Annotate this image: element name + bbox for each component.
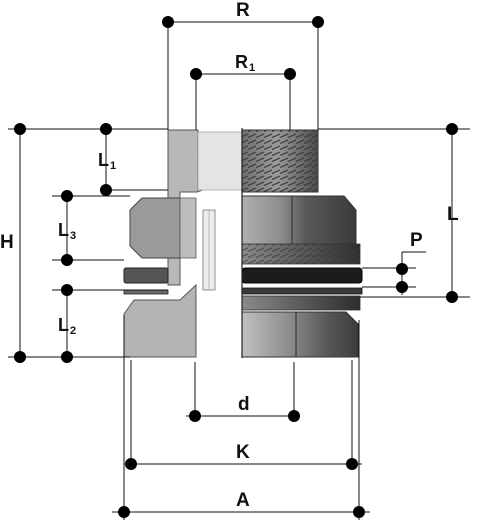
label-l3: L3: [58, 220, 76, 242]
dot-l1-bottom: [100, 184, 112, 196]
exterior-lower-ring: [241, 295, 361, 311]
dot-r1-left: [190, 68, 202, 80]
dot-l3-bottom: [61, 254, 73, 266]
exterior-half: [241, 129, 363, 358]
dot-r-left: [162, 16, 174, 28]
label-k: K: [236, 442, 250, 463]
section-gasket-1: [123, 267, 169, 284]
dot-r-right: [312, 16, 324, 28]
label-l1-sub: 1: [110, 160, 116, 172]
label-l2-sub: 2: [70, 325, 76, 337]
label-l1-main: L: [98, 150, 109, 170]
exterior-gasket-1: [241, 267, 363, 284]
dot-k-left: [125, 458, 137, 470]
section-lower-body: [123, 283, 197, 358]
label-a: A: [236, 490, 250, 511]
dot-l-bottom: [446, 291, 458, 303]
dot-p-top: [396, 263, 408, 275]
dimension-labels: R R1 L1 L3 L2 H L P d K A: [0, 0, 459, 511]
dimension-dots: [14, 16, 458, 518]
dot-h-top: [14, 123, 26, 135]
section-gasket-2: [123, 289, 169, 295]
dot-l-top: [446, 123, 458, 135]
label-r1: R1: [235, 52, 255, 74]
label-r1-main: R: [235, 52, 248, 72]
dot-l3-top: [61, 190, 73, 202]
label-l2: L2: [58, 315, 76, 337]
exterior-gasket-2: [241, 287, 363, 295]
label-d: d: [238, 394, 250, 415]
dot-p-bottom: [396, 281, 408, 293]
dot-r1-right: [284, 68, 296, 80]
section-inner-thread: [197, 131, 243, 191]
dot-a-right: [353, 506, 365, 518]
dot-h-bottom: [14, 351, 26, 363]
cross-section-half: [123, 129, 243, 358]
label-l2-main: L: [58, 315, 69, 335]
dot-d-left: [189, 410, 201, 422]
section-upper-nut: [129, 197, 181, 259]
label-l3-main: L: [58, 220, 69, 240]
label-l3-sub: 3: [70, 230, 76, 242]
dot-l2-bottom: [61, 351, 73, 363]
label-r1-sub: 1: [249, 62, 255, 74]
label-l: L: [447, 204, 459, 225]
exterior-lower-body: [241, 311, 359, 358]
dot-l1-top: [100, 123, 112, 135]
dot-l2-top: [61, 284, 73, 296]
dot-a-left: [118, 506, 130, 518]
dot-k-right: [346, 458, 358, 470]
dot-d-right: [288, 410, 300, 422]
label-r: R: [236, 0, 250, 21]
label-h: H: [0, 232, 14, 253]
label-p: P: [410, 230, 423, 251]
label-l1: L1: [98, 150, 116, 172]
fitting-graphic: [123, 128, 363, 358]
